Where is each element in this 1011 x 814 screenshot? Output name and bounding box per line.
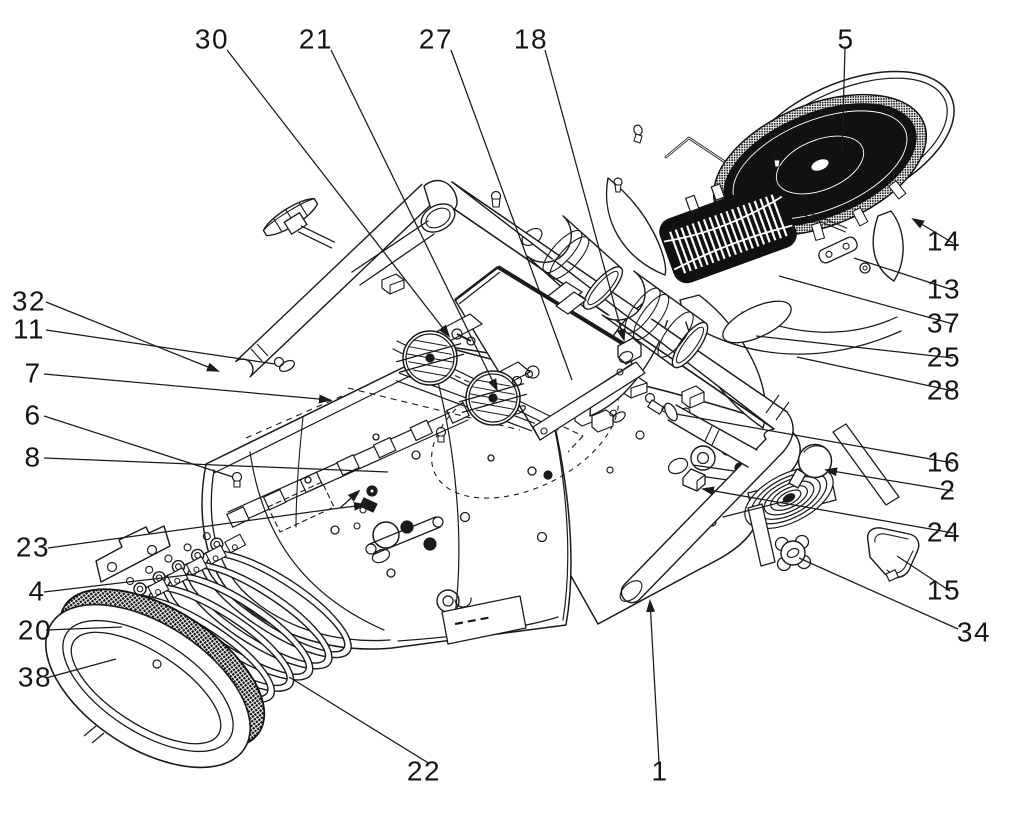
- svg-text:37: 37: [927, 308, 961, 339]
- svg-text:18: 18: [514, 24, 548, 55]
- svg-text:22: 22: [407, 756, 441, 787]
- svg-text:38: 38: [18, 662, 52, 693]
- svg-text:16: 16: [927, 447, 961, 478]
- svg-text:24: 24: [927, 517, 961, 548]
- svg-text:13: 13: [927, 274, 961, 305]
- svg-text:15: 15: [927, 575, 961, 606]
- svg-text:21: 21: [299, 24, 333, 55]
- svg-text:14: 14: [927, 226, 961, 257]
- svg-text:4: 4: [28, 576, 45, 607]
- svg-text:7: 7: [24, 358, 41, 389]
- svg-text:32: 32: [12, 286, 46, 317]
- svg-text:2: 2: [939, 475, 956, 506]
- svg-text:8: 8: [24, 442, 41, 473]
- svg-text:23: 23: [16, 532, 50, 563]
- svg-text:34: 34: [957, 617, 991, 648]
- svg-text:25: 25: [927, 342, 961, 373]
- svg-text:30: 30: [195, 24, 229, 55]
- svg-text:6: 6: [24, 400, 41, 431]
- svg-text:5: 5: [837, 24, 854, 55]
- svg-text:20: 20: [18, 615, 52, 646]
- svg-text:11: 11: [13, 314, 45, 345]
- svg-text:1: 1: [651, 756, 668, 787]
- svg-text:27: 27: [419, 24, 453, 55]
- svg-text:28: 28: [927, 375, 961, 406]
